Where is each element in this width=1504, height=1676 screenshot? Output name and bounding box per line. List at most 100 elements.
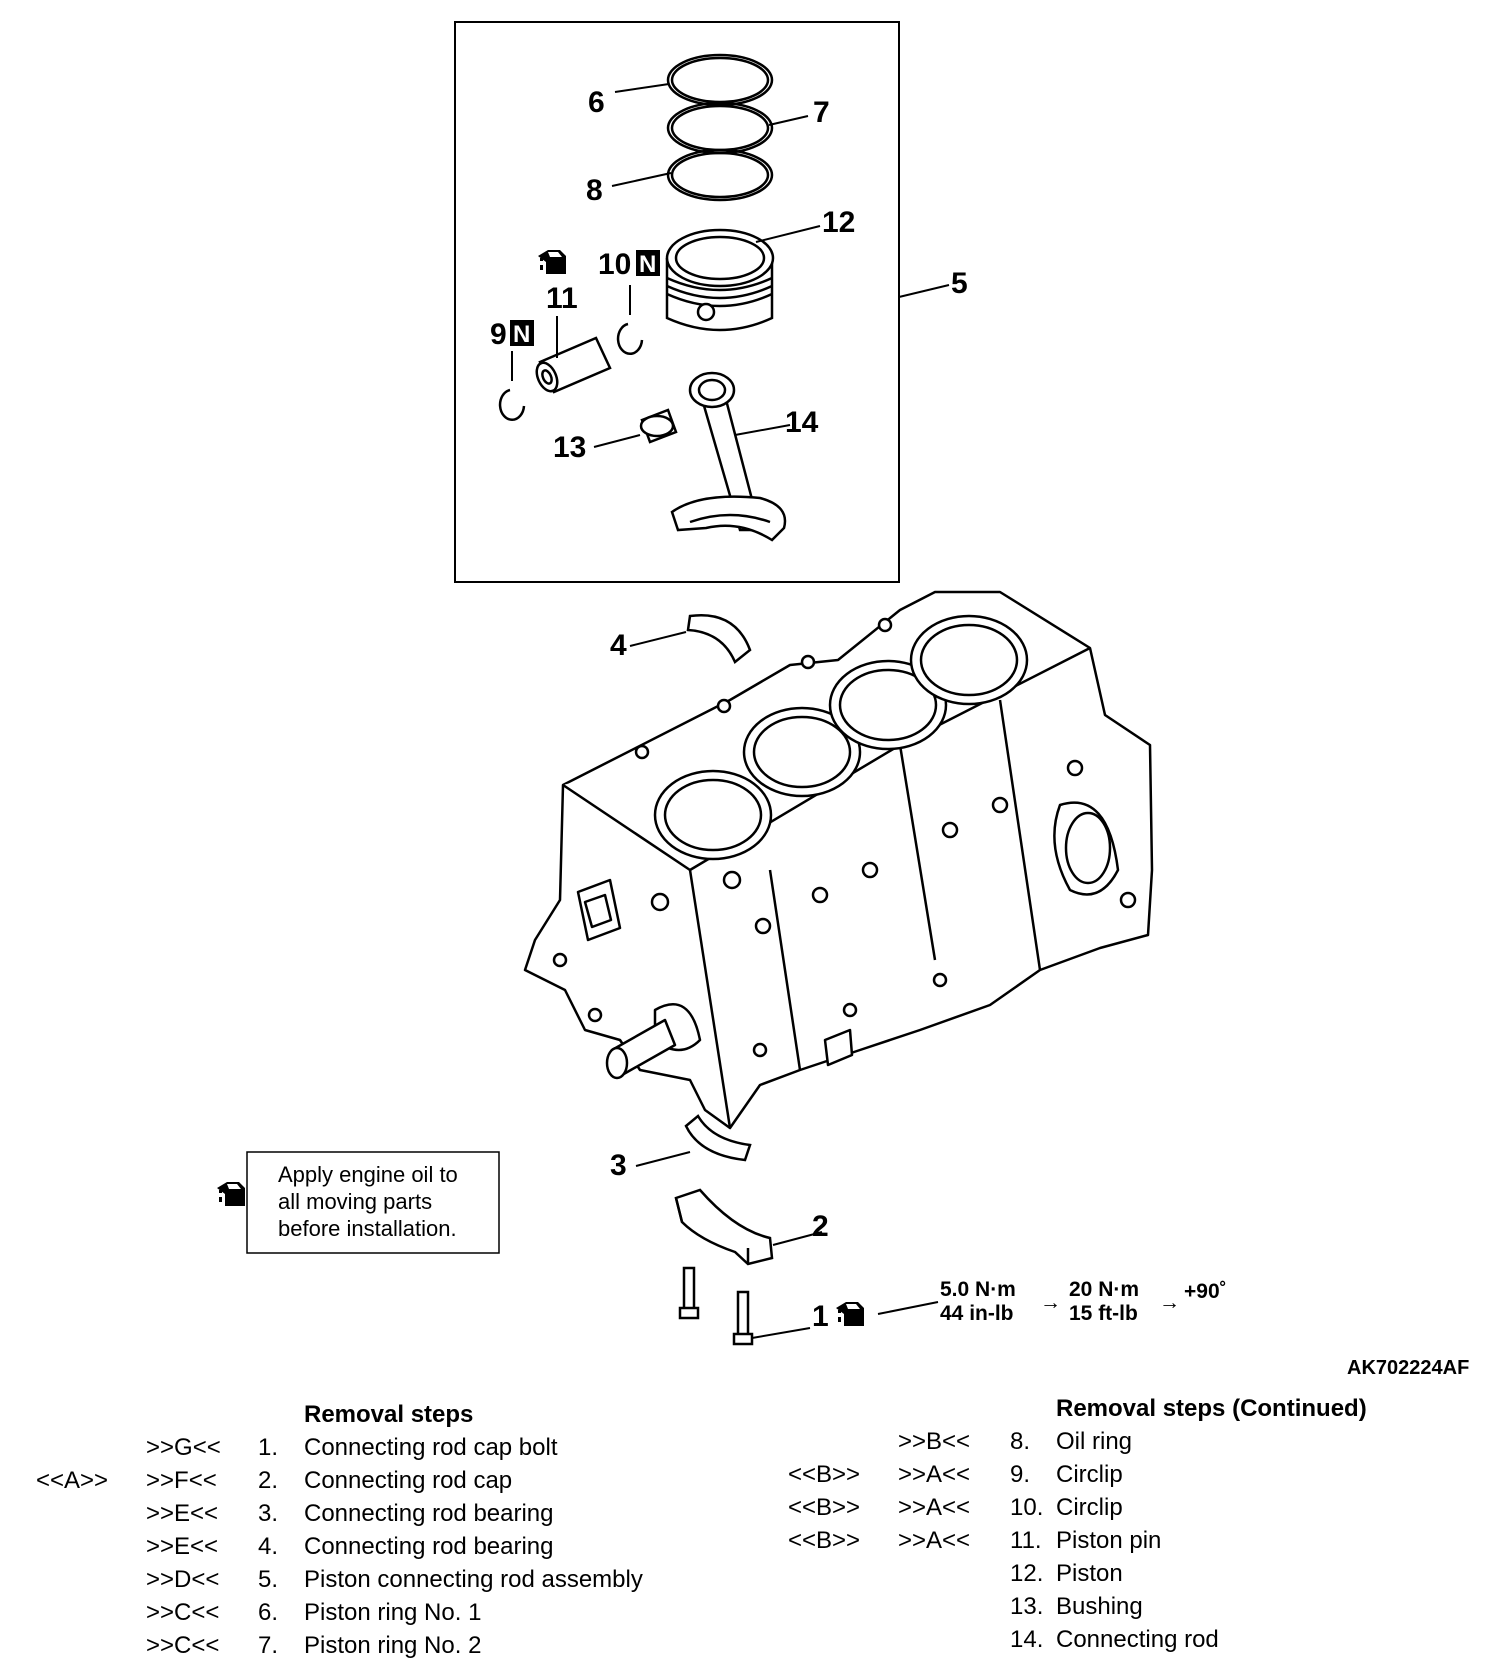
oil-note-box bbox=[246, 1151, 500, 1254]
oil-can-icon bbox=[836, 1302, 864, 1326]
new-part-mark-label: N bbox=[513, 321, 530, 348]
step-number: 6. bbox=[258, 1599, 279, 1626]
step-row: >>G<<1.Connecting rod cap bolt bbox=[0, 1431, 740, 1464]
step-part-name: Oil ring bbox=[1056, 1428, 1133, 1455]
connecting-rod-bearing-3 bbox=[684, 1114, 752, 1162]
step-part-name: Connecting rod bbox=[1056, 1626, 1219, 1653]
cylinder-block bbox=[523, 590, 1154, 1130]
callout-5: 5 bbox=[951, 267, 968, 300]
removal-procedure-mark: >>A<< bbox=[898, 1494, 971, 1521]
callout-9: 9 bbox=[490, 318, 507, 351]
torque-stage1-in-lb: 44 in-lb bbox=[940, 1302, 1014, 1325]
step-number: 10. bbox=[1010, 1494, 1044, 1521]
step-part-name: Circlip bbox=[1056, 1494, 1123, 1521]
step-number: 11. bbox=[1010, 1527, 1042, 1554]
connecting-rod-cap bbox=[674, 1188, 774, 1266]
step-part-name: Piston ring No. 2 bbox=[304, 1632, 482, 1659]
removal-steps-continued: Removal steps (Continued) >>B<<8.Oil rin… bbox=[740, 1392, 1504, 1656]
figure-code: AK702224AF bbox=[1347, 1357, 1469, 1379]
install-procedure-mark: <<B>> bbox=[788, 1494, 861, 1521]
piston-ring-2 bbox=[666, 101, 774, 155]
step-number: 3. bbox=[258, 1500, 279, 1527]
connecting-rod bbox=[670, 371, 787, 542]
removal-steps: Removal steps >>G<<1.Connecting rod cap … bbox=[0, 1398, 740, 1662]
removal-procedure-mark: >>C<< bbox=[146, 1599, 220, 1626]
removal-procedure-mark: >>C<< bbox=[146, 1632, 220, 1659]
step-row: 13. Bushing bbox=[740, 1590, 1504, 1623]
step-part-name: Connecting rod bearing bbox=[304, 1533, 554, 1560]
install-procedure-mark: <<B>> bbox=[788, 1527, 861, 1554]
callout-7: 7 bbox=[813, 96, 830, 129]
circlip-9 bbox=[498, 388, 526, 422]
callout-10: 10 bbox=[598, 248, 631, 281]
step-number: 8. bbox=[1010, 1428, 1031, 1455]
removal-procedure-mark: >>F<< bbox=[146, 1467, 217, 1494]
callout-3: 3 bbox=[610, 1149, 627, 1182]
step-row: 14. Connecting rod bbox=[740, 1623, 1504, 1656]
step-row: >>C<< 6. Piston ring No. 1 bbox=[0, 1596, 740, 1629]
step-number: 4. bbox=[258, 1533, 279, 1560]
removal-steps-title: Removal steps bbox=[304, 1401, 474, 1428]
piston-ring-1 bbox=[666, 53, 774, 107]
step-part-name: Piston bbox=[1056, 1560, 1123, 1587]
oil-ring bbox=[666, 148, 774, 202]
step-part-name: Piston ring No. 1 bbox=[304, 1599, 482, 1626]
torque-stage2-nm: 20 N·m bbox=[1069, 1278, 1139, 1301]
removal-procedure-mark: >>A<< bbox=[898, 1527, 971, 1554]
oil-note-line-3: before installation. bbox=[278, 1216, 457, 1241]
new-part-mark-label: N bbox=[639, 251, 656, 278]
circlip-10 bbox=[616, 322, 644, 356]
torque-arrow-1: → bbox=[1040, 1291, 1061, 1314]
callout-14: 14 bbox=[785, 406, 819, 439]
removal-procedure-mark: >>E<< bbox=[146, 1500, 219, 1527]
oil-note-line-1: Apply engine oil to bbox=[278, 1162, 458, 1187]
callout-8: 8 bbox=[586, 174, 603, 207]
removal-procedure-mark: >>A<< bbox=[898, 1461, 971, 1488]
oil-can-icon bbox=[217, 1182, 245, 1206]
torque-final-angle: +90˚ bbox=[1184, 1280, 1227, 1303]
callout-6: 6 bbox=[588, 86, 605, 119]
callout-1: 1 bbox=[812, 1300, 829, 1333]
step-number: 2. bbox=[258, 1467, 279, 1494]
step-part-name: Bushing bbox=[1056, 1593, 1143, 1620]
step-row: >>E<< 4. Connecting rod bearing bbox=[0, 1530, 740, 1563]
callout-12: 12 bbox=[822, 206, 855, 239]
piston-assembly-box bbox=[454, 21, 900, 583]
step-row: >>D<<5.Piston connecting rod assembly bbox=[0, 1563, 740, 1596]
oil-note-line-2: all moving parts bbox=[278, 1189, 432, 1214]
callout-11: 11 bbox=[546, 282, 578, 315]
torque-stage2-ft-lb: 15 ft-lb bbox=[1069, 1302, 1138, 1325]
step-number: 7. bbox=[258, 1632, 279, 1659]
step-number: 13. bbox=[1010, 1593, 1044, 1620]
connecting-rod-cap-bolt bbox=[678, 1266, 754, 1346]
step-part-name: Circlip bbox=[1056, 1461, 1123, 1488]
removal-procedure-mark: >>G<< bbox=[146, 1434, 221, 1461]
oil-can-icon bbox=[538, 250, 566, 274]
removal-procedure-mark: >>E<< bbox=[146, 1533, 219, 1560]
step-row: >>B<<8.Oil ring bbox=[740, 1425, 1504, 1458]
removal-steps-continued-title: Removal steps (Continued) bbox=[1056, 1395, 1367, 1422]
step-row: >>E<< 3. Connecting rod bearing bbox=[0, 1497, 740, 1530]
step-part-name: Connecting rod cap bbox=[304, 1467, 513, 1494]
step-part-name: Connecting rod cap bolt bbox=[304, 1434, 558, 1461]
install-procedure-mark: <<B>> bbox=[788, 1461, 861, 1488]
step-part-name: Piston pin bbox=[1056, 1527, 1162, 1554]
torque-stage1-nm: 5.0 N·m bbox=[940, 1278, 1016, 1301]
step-number: 14. bbox=[1010, 1626, 1044, 1653]
step-number: 9. bbox=[1010, 1461, 1031, 1488]
torque-arrow-2: → bbox=[1159, 1291, 1180, 1314]
step-part-name: Connecting rod bearing bbox=[304, 1500, 554, 1527]
step-row: <<B>> >>A<< 11. Piston pin bbox=[740, 1524, 1504, 1557]
connecting-rod-bearing-4 bbox=[686, 614, 752, 664]
callout-4: 4 bbox=[610, 629, 627, 662]
step-number: 12. bbox=[1010, 1560, 1044, 1587]
bushing bbox=[639, 408, 678, 444]
exploded-parts-diagram: 6 7 8 12 5 10 N 11 9 N 13 14 4 3 2 1 App… bbox=[217, 21, 1469, 1379]
step-row: <<A>>>>F<<2.Connecting rod cap bbox=[0, 1464, 740, 1497]
step-row: <<B>> >>A<< 10. Circlip bbox=[740, 1491, 1504, 1524]
step-number: 5. bbox=[258, 1566, 279, 1593]
step-row: 12. Piston bbox=[740, 1557, 1504, 1590]
callout-2: 2 bbox=[812, 1210, 829, 1243]
piston-pin bbox=[535, 336, 612, 394]
step-row: >>C<< 7. Piston ring No. 2 bbox=[0, 1629, 740, 1662]
